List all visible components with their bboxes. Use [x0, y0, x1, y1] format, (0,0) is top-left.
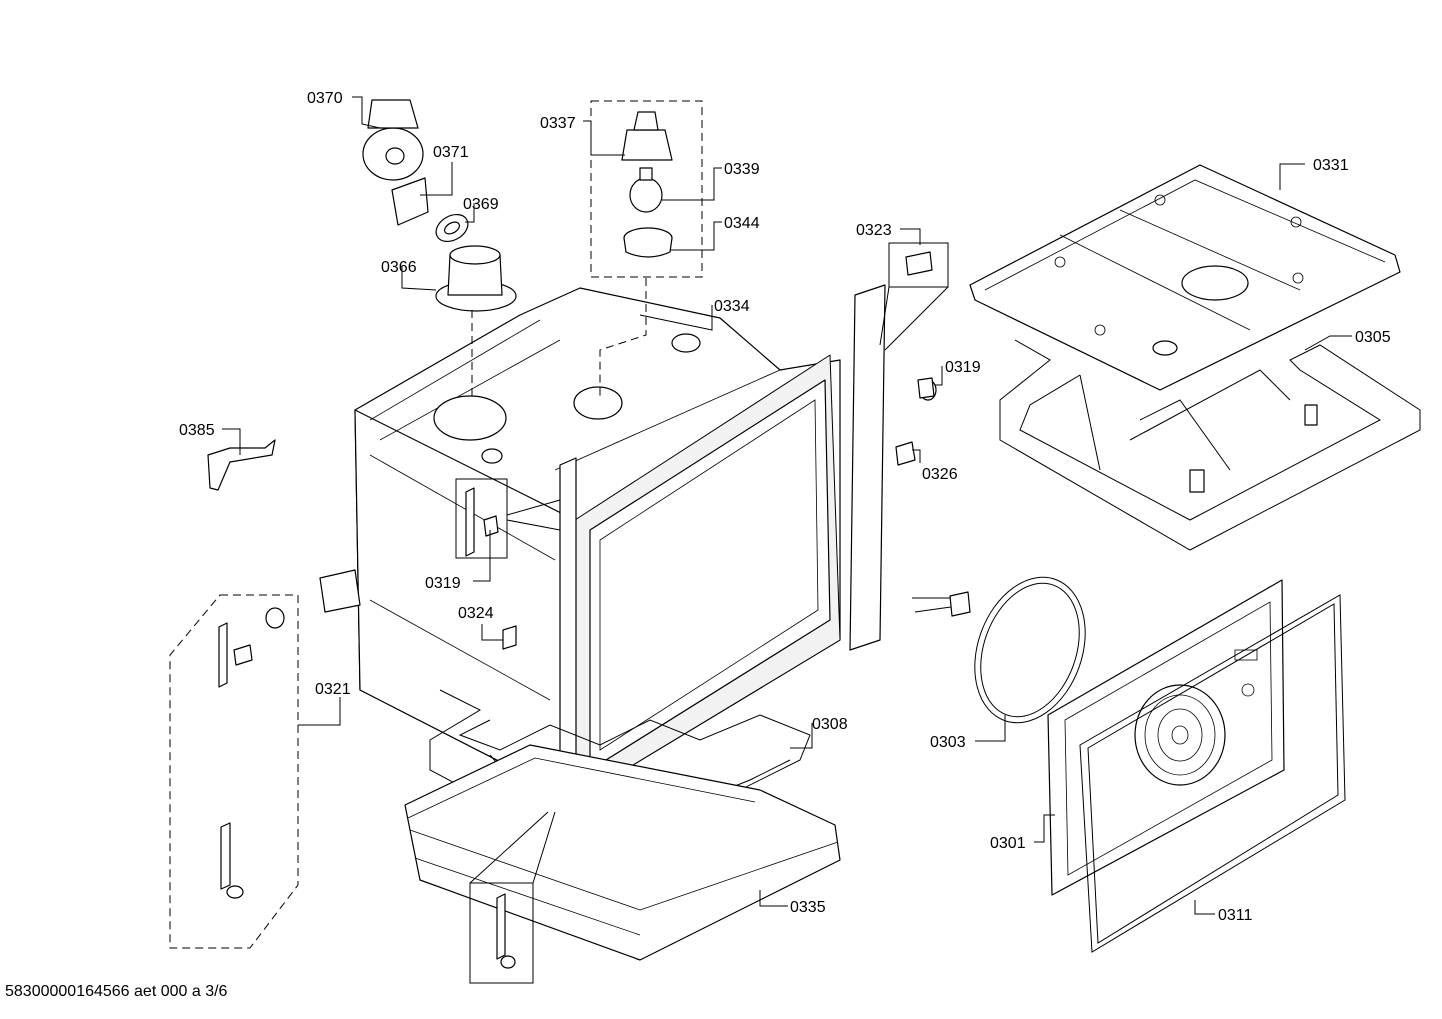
bracket-0385-part: [207, 439, 276, 491]
bottom-guide-part-inset: [496, 893, 516, 969]
bottom-guide-inset-box: [469, 882, 534, 984]
rack-support-parts: [218, 607, 285, 899]
oven-muffle-part: [319, 287, 841, 801]
guide-inset-leader: [506, 499, 561, 531]
label-0326: 0326: [922, 466, 958, 483]
front-frame-strip-right: [849, 284, 886, 651]
motor-bracket-part: [391, 177, 429, 226]
label-0303: 0303: [930, 734, 966, 751]
label-0305: 0305: [1355, 329, 1391, 346]
label-0366: 0366: [381, 259, 417, 276]
leader-lines: [222, 96, 1352, 915]
bottom-guide-leader: [469, 811, 556, 884]
label-0331: 0331: [1313, 157, 1349, 174]
label-0339: 0339: [724, 161, 760, 178]
top-heating-element-part: [999, 339, 1421, 551]
guide-rail-part-inset: [465, 487, 499, 557]
clip-inset-leader: [879, 286, 949, 351]
top-insulation-cover-part: [969, 164, 1401, 391]
spacer-part: [895, 441, 916, 466]
label-0371: 0371: [433, 144, 469, 161]
label-0308: 0308: [812, 716, 848, 733]
part-labels: 0370 0371 0369 0366 0337 0339 0344 0334 …: [179, 90, 1391, 924]
lamp-holder-part: [621, 111, 673, 161]
label-0301: 0301: [990, 835, 1026, 852]
lamp-mount-guide-line: [599, 278, 647, 400]
label-0370: 0370: [307, 90, 343, 107]
ring-heating-element-part: [912, 576, 1086, 724]
label-0337: 0337: [540, 115, 576, 132]
label-0369: 0369: [463, 196, 499, 213]
lamp-cover-ring-part: [623, 227, 673, 258]
lamp-assembly-group-box: [590, 100, 703, 278]
label-0311: 0311: [1218, 907, 1253, 924]
label-0319-lower: 0319: [425, 575, 461, 592]
seal-ring-part: [435, 213, 469, 243]
rack-support-group-box: [169, 594, 299, 949]
label-0324: 0324: [458, 605, 494, 622]
label-0334: 0334: [714, 298, 750, 315]
clip-part: [905, 251, 933, 276]
motor-housing-part: [435, 245, 517, 312]
clip-inset-box: [888, 242, 949, 288]
label-0385: 0385: [179, 422, 215, 439]
rating-plate-part: [502, 625, 517, 650]
label-0319-upper: 0319: [945, 359, 981, 376]
guide-inset-box: [455, 478, 508, 559]
document-id: 58300000164566 aet 000 a 3/6: [5, 983, 228, 1000]
support-bushing-part: [917, 377, 937, 401]
door-seal-part: [1079, 594, 1346, 953]
label-0335: 0335: [790, 899, 826, 916]
bottom-insulation-part: [404, 744, 841, 961]
lamp-bulb-part: [629, 167, 663, 213]
label-0344: 0344: [724, 215, 760, 232]
fan-motor-part: [362, 99, 424, 181]
label-0323: 0323: [856, 222, 892, 239]
label-0321: 0321: [315, 681, 351, 698]
rear-fan-cover-part: [1047, 579, 1285, 896]
